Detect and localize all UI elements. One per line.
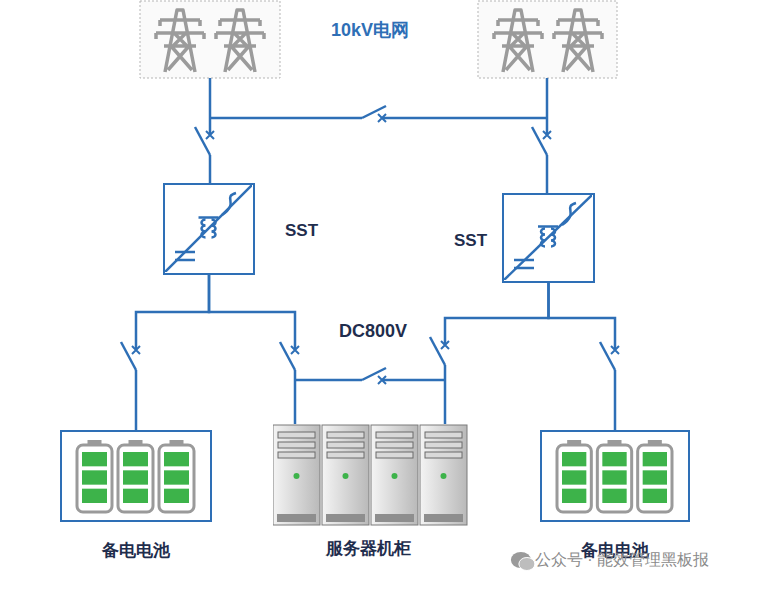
transmission-tower — [494, 10, 542, 72]
breaker-blade — [362, 368, 386, 380]
wire — [209, 78, 212, 183]
breaker-blade — [362, 106, 386, 118]
breaker-contact — [378, 376, 386, 384]
power-line — [549, 283, 616, 430]
sst-converter: SST — [502, 193, 595, 283]
breaker-blade — [195, 127, 210, 155]
sst-converter-drawing — [165, 185, 252, 272]
breaker-blade — [430, 337, 445, 365]
battery-box: 备电电池 — [60, 430, 212, 522]
breaker-contact — [378, 114, 386, 122]
battery-box: 备电电池 — [540, 430, 690, 522]
battery-box-drawing — [62, 432, 209, 519]
power-line — [136, 275, 209, 430]
transmission-tower — [216, 10, 264, 72]
breaker-contact — [206, 131, 214, 139]
grid-box — [478, 1, 617, 78]
breaker-blade — [121, 342, 136, 370]
breaker-blade — [532, 127, 547, 155]
breaker-contact — [441, 341, 449, 349]
sst-converter-drawing — [504, 195, 592, 280]
breaker-blade — [600, 342, 615, 370]
transmission-tower — [156, 10, 204, 72]
server-rack-drawing — [273, 424, 468, 526]
sst-converter: SST — [163, 183, 255, 275]
breaker-contact — [543, 131, 551, 139]
battery-box-drawing — [542, 432, 687, 519]
bus-voltage-label: DC800V — [339, 321, 407, 342]
transmission-tower — [554, 10, 602, 72]
node-label: SST — [454, 231, 487, 251]
grid-label: 10kV电网 — [331, 18, 409, 42]
node-label: SST — [285, 221, 318, 241]
power-line — [209, 275, 295, 424]
breaker-contact — [291, 346, 299, 354]
power-line — [445, 283, 549, 424]
node-label: 备电电池 — [102, 539, 170, 562]
grid-box — [140, 1, 280, 78]
node-label: 服务器机柜 — [326, 537, 411, 560]
breaker-contact — [132, 346, 140, 354]
server-rack: 服务器机柜 — [273, 424, 468, 526]
watermark: 公众号 · 能效管理黑板报 — [535, 550, 709, 571]
breaker-contact — [611, 346, 619, 354]
breaker-blade — [280, 342, 295, 370]
